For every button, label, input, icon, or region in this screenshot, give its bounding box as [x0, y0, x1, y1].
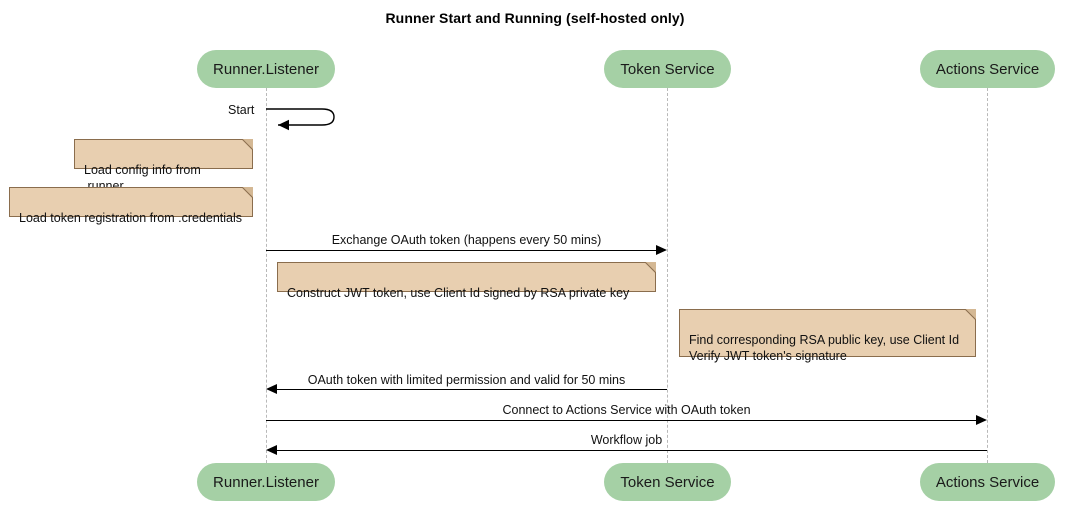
lifeline-actions [987, 88, 988, 463]
message-label-connect-actions: Connect to Actions Service with OAuth to… [502, 403, 751, 417]
message-label-start: Start [228, 103, 255, 117]
note-fold-edge-icon [644, 262, 656, 274]
note-fold-edge-icon [241, 187, 253, 199]
message-line-connect-actions [266, 420, 976, 421]
message-line-workflow-job [277, 450, 987, 451]
note-load-config: Load config info from .runner [74, 139, 253, 193]
note-text: Construct JWT token, use Client Id signe… [287, 286, 630, 300]
participant-token-top[interactable]: Token Service [604, 50, 731, 88]
participant-runner-top[interactable]: Runner.Listener [197, 50, 335, 88]
message-line-oauth-return [277, 389, 667, 390]
participant-label: Token Service [620, 60, 715, 78]
participant-label: Runner.Listener [213, 473, 319, 491]
participant-runner-bottom[interactable]: Runner.Listener [197, 463, 335, 501]
note-construct-jwt: Construct JWT token, use Client Id signe… [277, 262, 656, 300]
note-fold-edge-icon [241, 139, 253, 151]
participant-label: Actions Service [935, 60, 1040, 78]
message-label-exchange-oauth: Exchange OAuth token (happens every 50 m… [331, 233, 602, 247]
note-load-credentials: Load token registration from .credential… [9, 187, 253, 225]
participant-label: Runner.Listener [213, 60, 319, 78]
participant-label: Token Service [620, 473, 715, 491]
participant-label: Actions Service [935, 473, 1040, 491]
participant-actions-bottom[interactable]: Actions Service [920, 463, 1055, 501]
arrowhead-left-icon [266, 444, 277, 455]
message-label-workflow-job: Workflow job [590, 433, 663, 447]
participant-token-bottom[interactable]: Token Service [604, 463, 731, 501]
lifeline-runner [266, 88, 267, 463]
message-start-selfloop [266, 108, 335, 131]
note-text: Load token registration from .credential… [19, 211, 243, 225]
note-verify-jwt: Find corresponding RSA public key, use C… [679, 309, 976, 363]
arrowhead-left-icon [266, 383, 277, 394]
message-line-exchange-oauth [266, 250, 656, 251]
arrowhead-right-icon [976, 414, 987, 425]
note-text: Find corresponding RSA public key, use C… [689, 333, 960, 363]
note-fold-edge-icon [964, 309, 976, 321]
page-title: Runner Start and Running (self-hosted on… [385, 10, 685, 26]
message-label-oauth-return: OAuth token with limited permission and … [307, 373, 626, 387]
arrowhead-right-icon [656, 244, 667, 255]
lifeline-token [667, 88, 668, 463]
participant-actions-top[interactable]: Actions Service [920, 50, 1055, 88]
